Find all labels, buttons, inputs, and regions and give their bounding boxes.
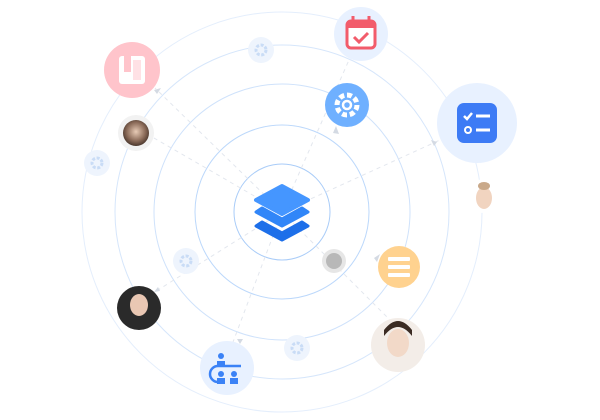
avatar-icon [371,318,425,372]
meeting-icon[interactable] [200,341,254,395]
book-icon[interactable] [104,42,160,98]
calendar-check-icon[interactable] [334,7,388,61]
avatars [117,115,501,372]
gear-icon[interactable] [325,83,369,127]
avatar-icon [467,179,501,213]
gear-icon [248,37,274,63]
avatar-icon [117,286,161,330]
gear-icon [173,248,199,274]
gear-icon [284,335,310,361]
layers-icon [254,184,310,242]
gear-icon [84,150,110,176]
arrow-markers [154,88,437,344]
avatar-icon [118,115,154,151]
checklist-icon[interactable] [437,83,517,163]
list-icon[interactable] [378,246,420,288]
faint-gear-icons [84,37,310,361]
avatar-icon [322,249,346,273]
